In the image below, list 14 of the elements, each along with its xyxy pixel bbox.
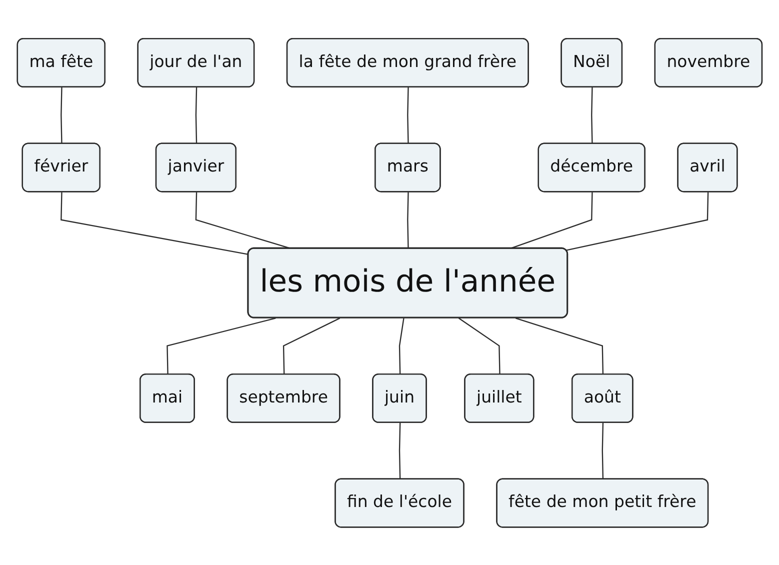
connector [406,87,409,144]
connector [458,317,500,374]
connector [602,422,604,480]
connector [406,192,409,248]
connector [590,87,593,144]
connector [60,192,248,255]
connector [166,317,276,374]
connector [282,317,340,374]
connector [195,87,197,144]
connector [398,318,404,374]
connector [566,192,708,250]
connector [398,422,400,480]
connector [515,317,604,374]
connector [60,87,62,144]
